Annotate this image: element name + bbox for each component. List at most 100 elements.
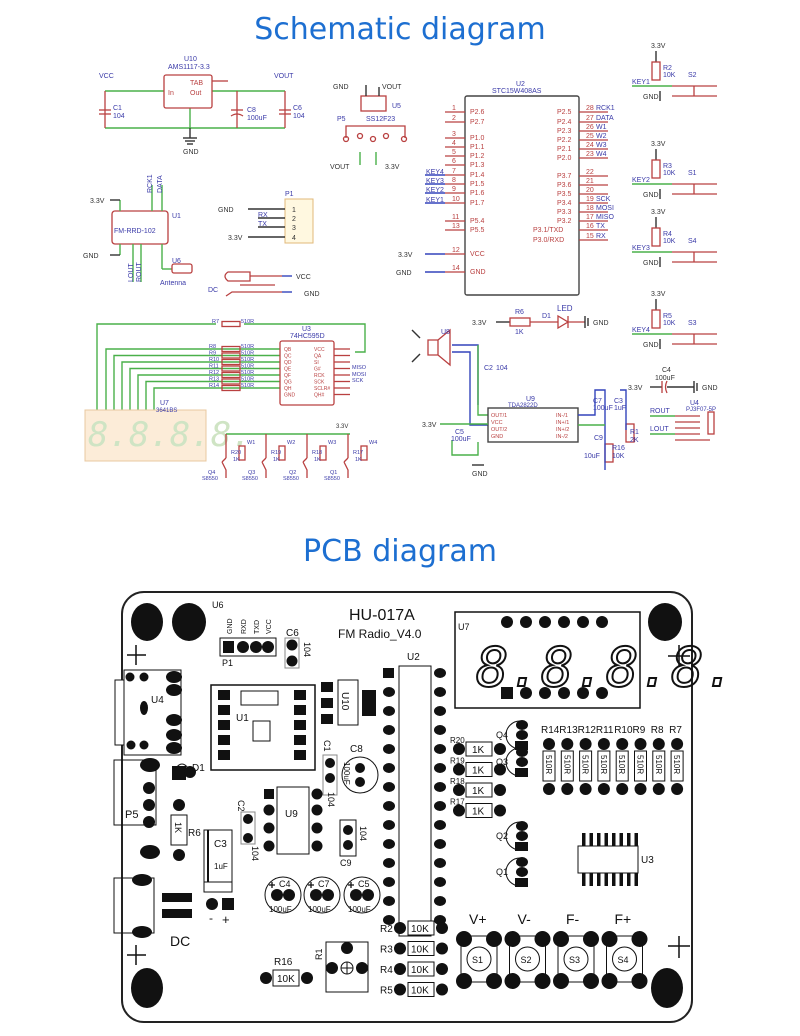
net-label: W4 xyxy=(369,440,377,446)
net-label: W1 xyxy=(596,124,607,131)
c3-label: C3 xyxy=(214,839,227,850)
resistor-value: 10K xyxy=(411,945,429,956)
resistor-value: 1K xyxy=(472,786,485,797)
push-button[interactable]: V-S2 xyxy=(504,911,551,989)
pin-name: P1.2 xyxy=(470,153,485,160)
v33-label: 3.3V xyxy=(385,164,400,171)
pin-name: SCLR# xyxy=(314,386,330,392)
u4-ref: U4 xyxy=(690,400,699,407)
resistor-ref: R10 xyxy=(614,725,633,736)
pin-number: 6 xyxy=(452,158,456,165)
resistor-value: 1K xyxy=(472,745,485,756)
pin-name: P2.4 xyxy=(557,119,572,126)
u10-part: AMS1117-3.3 xyxy=(168,64,210,71)
c3-value: 1uF xyxy=(614,405,626,412)
fm-module-u1: 3.3V GND U1 FM-RRD-102 U6 Antenna RCK1 D… xyxy=(83,174,193,287)
amp-block: U8 U9 TDA2822D OUT/1VCCOUT/2GNDIN-/1IN+/… xyxy=(411,328,639,478)
cap-label: C4 xyxy=(279,879,291,889)
pin-name: P2.6 xyxy=(470,109,485,116)
resistor-ref: R5 xyxy=(380,986,393,997)
r1-ref: R1 xyxy=(630,429,639,436)
r16-ref: R16 xyxy=(612,445,625,452)
push-button[interactable]: F-S3 xyxy=(553,911,599,989)
gnd-label: GND xyxy=(643,192,659,199)
resistor-ref: R12 xyxy=(578,725,597,736)
push-button[interactable]: V+S1 xyxy=(456,911,502,989)
data-net: DATA xyxy=(157,175,164,193)
transistor-label: Q4 xyxy=(496,730,508,740)
u7-display: U7 8.8.8.8. xyxy=(454,611,737,709)
push-buttons: V+S1V-S2F-S3F+S4 xyxy=(456,911,648,989)
resistor-value: 510R xyxy=(599,755,608,774)
resistor-ref: R7 xyxy=(669,725,682,736)
resistor-value: 1K xyxy=(233,457,240,463)
net-label: DATA xyxy=(596,115,614,122)
resistor-ref: R11 xyxy=(209,364,219,370)
resistor-value: 510R xyxy=(562,755,571,774)
pin-name: P2.1 xyxy=(557,146,572,153)
pin-number: 18 xyxy=(586,205,594,212)
left-components: P5 D1 1K R6 xyxy=(113,758,205,861)
resistor-value: 510R xyxy=(241,377,254,383)
pin-number: 22 xyxy=(586,169,594,176)
pin-number: 3 xyxy=(292,225,296,232)
c2-value: 104 xyxy=(250,846,260,861)
u7-label: U7 xyxy=(458,622,470,632)
pin-name: IN-/2 xyxy=(556,434,568,440)
pin-name: P1.5 xyxy=(470,181,485,188)
transistor-label: Q3 xyxy=(496,757,508,767)
vcc-label: VCC xyxy=(99,73,114,80)
pin-name: IN+/1 xyxy=(556,420,569,426)
resistor-ref: R9 xyxy=(633,725,646,736)
supply-label: 3.3V xyxy=(651,291,666,298)
resistor-value: 10K xyxy=(411,986,429,997)
pin-name: P1.7 xyxy=(470,200,485,207)
board-name: HU-017A xyxy=(349,607,415,624)
resistor-ref: R17 xyxy=(450,798,465,807)
power-switch-block: GND VOUT U5 P5 SS12F23 VOUT 3.3V xyxy=(330,84,408,171)
key-net: KEY1 xyxy=(632,79,650,86)
pin-name: IN+/2 xyxy=(556,427,569,433)
resistor-value: 510R xyxy=(654,755,663,774)
header-p1: P1 1 2 3 4 GND RX TX 3.3V xyxy=(218,191,314,244)
push-button[interactable]: F+S4 xyxy=(601,911,648,989)
u3-label: U3 xyxy=(641,855,654,866)
pin-name: P1.6 xyxy=(470,190,485,197)
r16-value: 10K xyxy=(277,974,295,985)
cap-label: C7 xyxy=(318,879,330,889)
pin-number: 8 xyxy=(452,177,456,184)
transistor-label: Q1 xyxy=(496,867,508,877)
pin-number: 27 xyxy=(586,115,594,122)
u9-ref: U9 xyxy=(526,396,535,403)
pin-name: OUT/2 xyxy=(491,427,507,433)
pin-number: 2 xyxy=(452,115,456,122)
pin-number: 11 xyxy=(452,214,459,221)
dc-jack: DC VCC GND xyxy=(208,271,320,298)
display-digits: 8.8.8.8. xyxy=(476,636,736,699)
pin-number: 2 xyxy=(292,216,296,223)
pin-name: P1.3 xyxy=(470,162,485,169)
c7-ref: C7 xyxy=(593,398,602,405)
resistor-value: 510R xyxy=(241,357,254,363)
supply-label: 3.3V xyxy=(651,141,666,148)
pin-name: P3.5 xyxy=(557,191,572,198)
resistor-value: 1K xyxy=(273,457,280,463)
v33-label: 3.3V xyxy=(628,385,643,392)
r6-value: 1K xyxy=(515,329,524,336)
c1-value: 104 xyxy=(113,113,125,120)
u2-label: U2 xyxy=(407,652,420,663)
r6-value: 1K xyxy=(173,822,183,833)
cap-value: 100uF xyxy=(308,905,331,914)
resistor-value: 510R xyxy=(241,383,254,389)
net-label: MOSI xyxy=(352,372,367,378)
button-label: V- xyxy=(518,911,532,927)
pin-name: P2.3 xyxy=(557,128,572,135)
c6-value: 104 xyxy=(302,642,312,657)
switch-ref: S3 xyxy=(688,320,697,327)
net-label: GND xyxy=(396,270,412,277)
